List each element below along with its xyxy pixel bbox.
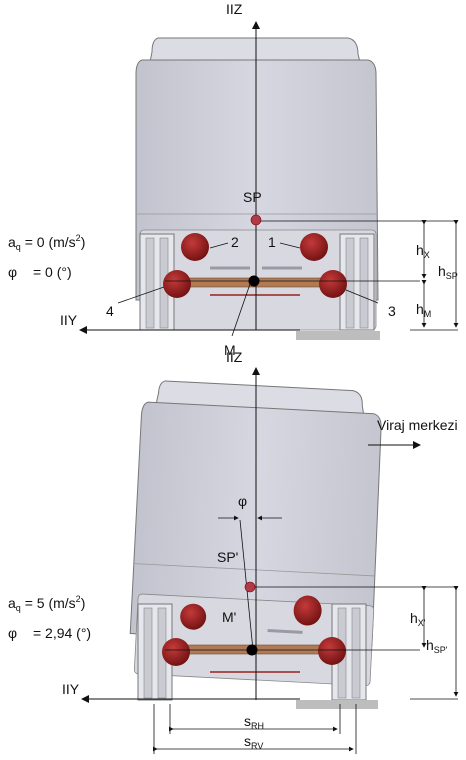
spring-1	[300, 233, 328, 261]
top-num-3: 3	[388, 303, 396, 319]
bottom-view: IIZ IIY Viraj merkezi φ SP' M' aq = 5 (m…	[8, 349, 459, 754]
top-num-1: 1	[268, 234, 276, 250]
bottom-y-label: IIY	[62, 681, 80, 697]
top-view: IIZ IIY SP M 2 1 4 3 aq = 0 (m/s2) φ = 0…	[8, 1, 459, 358]
top-hsp-label: hSP	[438, 263, 458, 281]
top-phi-text: φ = 0 (°)	[8, 264, 72, 280]
top-num-2: 2	[231, 234, 239, 250]
top-m-point	[248, 275, 260, 287]
bottom-wheel-left	[137, 603, 173, 701]
bottom-sp-label: SP'	[217, 549, 238, 565]
bottom-aq-text: aq = 5 (m/s2)	[8, 594, 85, 613]
bottom-sp-point	[244, 581, 256, 593]
bottom-m-label: M'	[222, 609, 236, 625]
spring-right-lower	[318, 637, 346, 665]
srh-label: sRH	[244, 713, 264, 731]
bottom-ground	[296, 700, 378, 709]
bottom-hx-label: hX'	[410, 610, 426, 628]
top-sp-point	[250, 214, 262, 226]
srv-label: sRV	[244, 733, 263, 751]
top-aq-text: aq = 0 (m/s2)	[8, 233, 85, 252]
spring-left-lower	[162, 638, 190, 666]
spring-right-upper	[293, 595, 322, 626]
bottom-m-point	[246, 644, 258, 656]
top-num-4: 4	[106, 303, 114, 319]
bottom-phi-label: φ	[238, 493, 247, 509]
top-m-label: M	[224, 342, 236, 358]
spring-4	[163, 270, 191, 298]
curve-center-label: Viraj merkezi	[377, 417, 458, 433]
top-ground	[296, 331, 380, 340]
top-roof	[149, 37, 361, 63]
bottom-phi-text: φ = 2,94 (°)	[8, 625, 91, 641]
spring-3	[319, 270, 347, 298]
spring-left-upper	[180, 603, 207, 630]
top-hm-label: hM	[416, 301, 431, 319]
spring-2	[181, 233, 209, 261]
top-z-label: IIZ	[226, 1, 243, 17]
top-y-label: IIY	[60, 312, 78, 328]
bottom-hsp-label: hSP'	[426, 637, 448, 655]
top-hx-label: hX	[416, 242, 430, 260]
top-sp-label: SP	[243, 189, 262, 205]
bottom-z-label: IIZ	[226, 349, 243, 365]
